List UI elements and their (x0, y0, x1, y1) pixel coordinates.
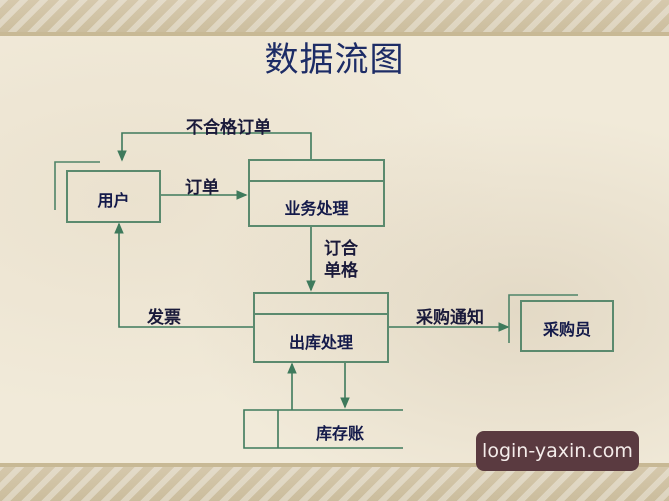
process-business-divider (248, 180, 385, 182)
flow-label-valid-order-1: 订合 (324, 239, 358, 259)
flow-label-rejected-order: 不合格订单 (186, 118, 271, 138)
flow-label-valid-order-2: 单格 (324, 261, 358, 281)
process-outbound[interactable] (253, 292, 389, 363)
entity-purchaser[interactable] (520, 300, 614, 352)
page-title: 数据流图 (264, 40, 405, 80)
flow-label-invoice: 发票 (147, 308, 181, 328)
flow-label-order: 订单 (185, 178, 219, 198)
datastore-inventory-label: 库存账 (315, 424, 364, 443)
entity-purchaser-label: 采购员 (542, 320, 591, 339)
watermark-badge: login-yaxin.com (476, 431, 639, 471)
decorative-border-top (0, 0, 669, 36)
process-outbound-divider (253, 313, 389, 315)
flow-label-purchase-notice: 采购通知 (416, 308, 484, 328)
process-outbound-label: 出库处理 (288, 333, 353, 352)
entity-user[interactable] (66, 170, 161, 223)
process-business[interactable] (248, 159, 385, 227)
process-business-label: 业务处理 (284, 199, 349, 218)
entity-user-label: 用户 (97, 191, 130, 210)
